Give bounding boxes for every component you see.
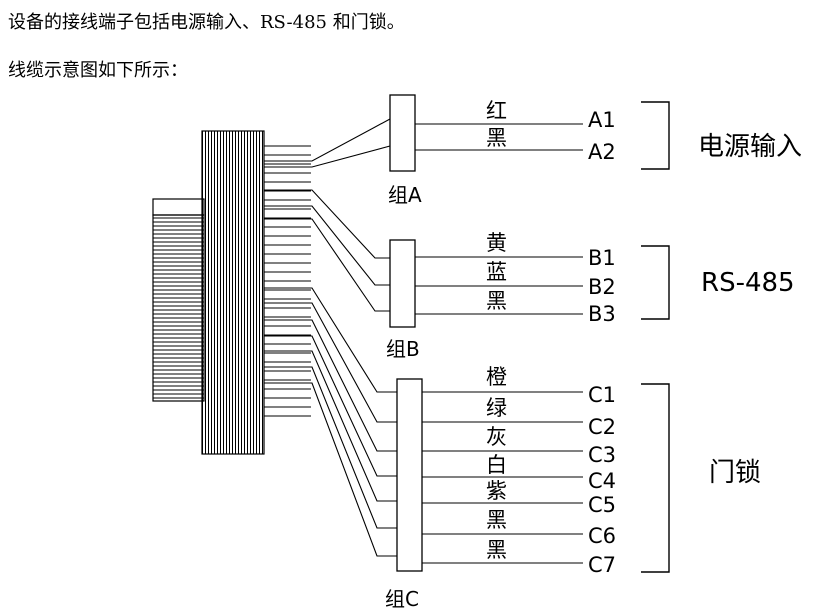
terminal-label: C6	[588, 524, 616, 548]
wire-to-c3	[264, 319, 397, 452]
connector-plug	[152, 130, 265, 455]
terminal-label: B2	[588, 275, 616, 299]
terminal-label: A1	[588, 108, 616, 132]
wire-color-label: 白	[486, 453, 507, 477]
terminal-label: B3	[588, 302, 616, 326]
wire-to-c6	[264, 366, 397, 529]
terminal-label: C2	[588, 415, 616, 439]
wire-to-a1	[264, 118, 391, 162]
bracket-rs485	[641, 245, 670, 320]
function-label-rs485: RS-485	[701, 268, 795, 298]
wire-color-label: 绿	[486, 396, 507, 420]
group-c-box	[396, 378, 423, 572]
group-c-label: 组C	[385, 587, 419, 611]
group-a-label: 组A	[388, 183, 422, 207]
terminal-label: C3	[588, 443, 616, 467]
wire-to-c7	[264, 382, 397, 557]
wire-color-label: 黄	[486, 231, 507, 255]
wire-color-label: 橙	[486, 365, 507, 389]
group-b-box	[389, 239, 416, 328]
terminal-label: A2	[588, 140, 616, 164]
wire-color-label: 黑	[486, 126, 507, 150]
wire-color-label: 紫	[486, 479, 507, 503]
terminal-label: C5	[588, 493, 616, 517]
group-a-box	[389, 94, 416, 172]
function-label-power: 电源输入	[698, 132, 802, 162]
terminal-label: B1	[588, 246, 616, 270]
bracket-lock	[641, 383, 670, 573]
wire-to-c2	[264, 302, 397, 423]
bracket-power	[641, 101, 670, 170]
terminal-label: C1	[588, 383, 616, 407]
fan-out-wires	[264, 118, 397, 557]
terminal-label: C7	[588, 553, 616, 577]
wire-color-label: 黑	[486, 289, 507, 313]
wire-color-label: 红	[486, 99, 507, 123]
diagram-caption: 线缆示意图如下所示：	[8, 60, 188, 81]
terminal-label: C4	[588, 469, 616, 493]
wire-to-b2	[264, 205, 390, 286]
wire-to-a2	[264, 145, 391, 168]
wire-to-c1	[264, 287, 397, 393]
wire-color-label: 蓝	[486, 260, 507, 284]
wire-color-labels: 红 黑 黄 蓝 黑 橙 绿 灰 白 紫 黑 黑	[486, 99, 507, 562]
terminal-labels: A1 A2 B1 B2 B3 C1 C2 C3 C4 C5 C6 C7	[588, 108, 616, 577]
output-wires	[415, 123, 583, 564]
wire-to-b1	[264, 189, 390, 259]
wire-to-c5	[264, 350, 397, 502]
group-brackets	[641, 101, 670, 573]
intro-text: 设备的接线端子包括电源输入、RS-485 和门锁。	[8, 12, 405, 33]
wire-color-label: 黑	[486, 538, 507, 562]
group-b-label: 组B	[386, 337, 420, 361]
wire-to-c4	[264, 335, 397, 477]
wire-color-label: 灰	[486, 425, 507, 449]
wire-to-b3	[264, 218, 390, 312]
cable-stubs	[264, 145, 311, 417]
wire-color-label: 黑	[486, 508, 507, 532]
function-label-lock: 门锁	[709, 458, 761, 488]
